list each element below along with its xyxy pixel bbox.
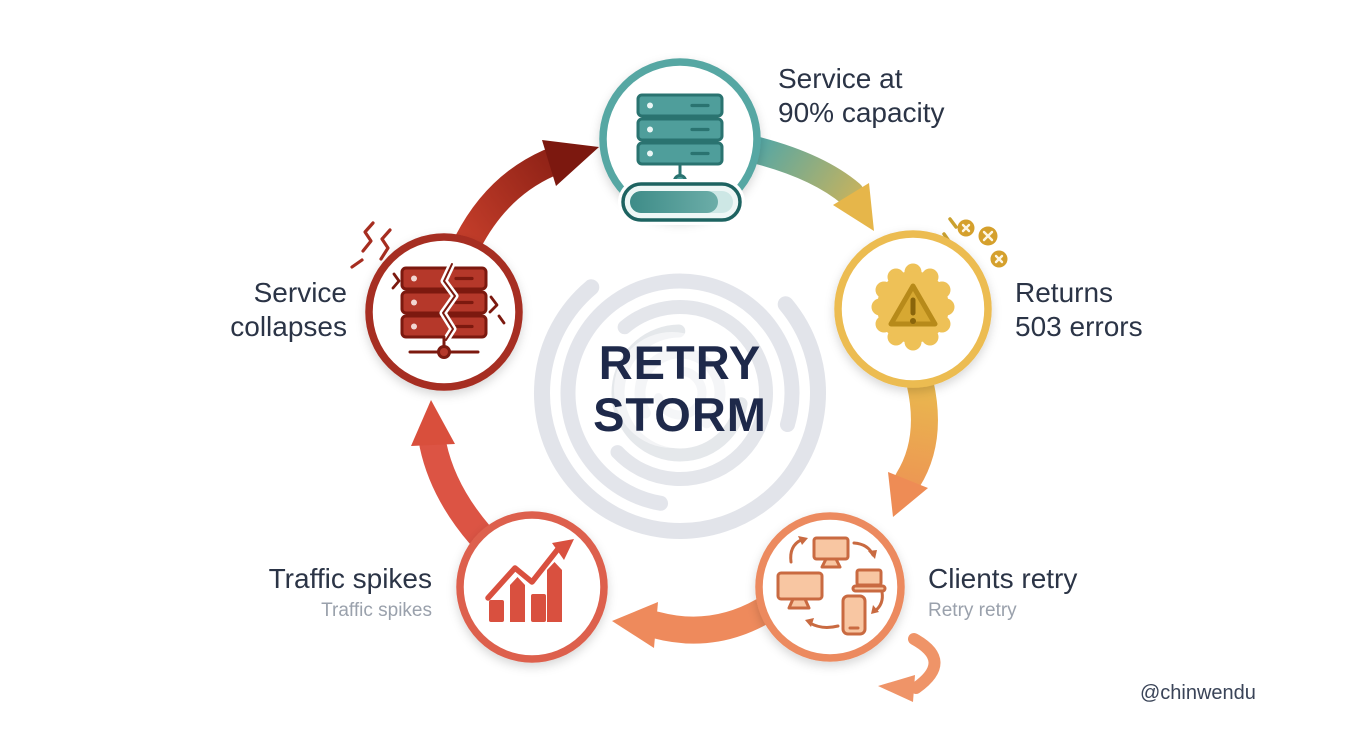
label-traffic-spikes-subtitle: Traffic spikes: [321, 600, 432, 621]
capacity-progress-bar: [618, 179, 745, 225]
devices-sync-icon: [776, 536, 887, 636]
retry-loop-arrow: [878, 633, 941, 702]
error-badge-icon: [871, 263, 955, 351]
label-service-collapses-line1: Service: [253, 277, 347, 308]
arrow-traffic-to-collapse: [411, 400, 494, 549]
credit-handle: @chinwendu: [1140, 682, 1256, 704]
growth-chart-icon: [485, 539, 574, 622]
label-clients-retry-title: Clients retry: [928, 563, 1078, 594]
label-service-collapses: Service collapses: [230, 276, 347, 344]
center-title-line1: RETRY: [598, 336, 762, 389]
center-title-line2: STORM: [593, 388, 767, 441]
arrow-capacity-to-errors: [742, 136, 874, 231]
node-traffic-spikes: [456, 511, 608, 663]
arrow-errors-to-clients: [888, 369, 938, 517]
center-title: RETRY STORM: [530, 337, 830, 441]
label-returns-errors-line1: Returns: [1015, 277, 1114, 308]
server-stack-icon: [618, 93, 745, 225]
label-traffic-spikes-title: Traffic spikes: [268, 563, 432, 594]
label-service-capacity-line1: Service at: [778, 63, 903, 94]
label-clients-retry-subtitle: Retry retry: [928, 600, 1017, 621]
arrow-collapse-to-capacity: [454, 140, 599, 256]
server-broken-icon: [391, 260, 506, 359]
label-clients-retry: Clients retry Retry retry: [928, 562, 1077, 623]
label-returns-errors-line2: 503 errors: [1015, 311, 1143, 342]
arrow-clients-to-traffic: [612, 597, 777, 648]
label-returns-errors: Returns 503 errors: [1015, 276, 1143, 344]
label-traffic-spikes: Traffic spikes Traffic spikes: [269, 562, 432, 623]
label-service-capacity: Service at 90% capacity: [778, 62, 945, 130]
label-service-collapses-line2: collapses: [230, 311, 347, 342]
storm-swirl-graphic: [534, 246, 826, 539]
crack-sparks-decoration: [350, 221, 392, 269]
label-service-capacity-line2: 90% capacity: [778, 97, 945, 128]
